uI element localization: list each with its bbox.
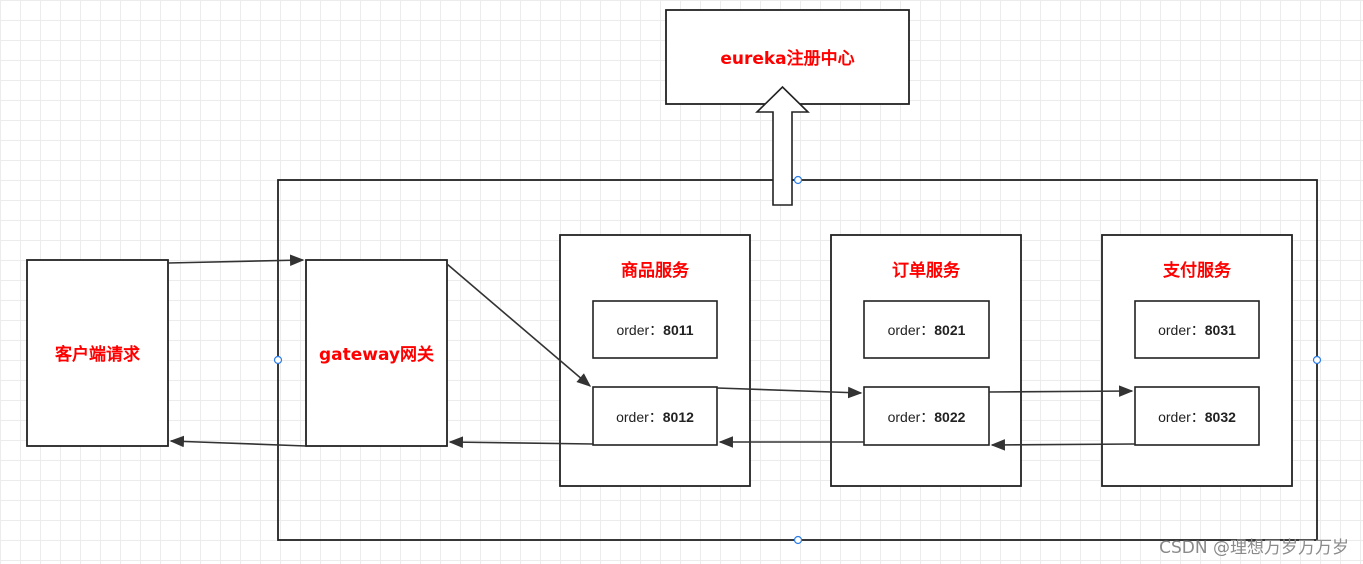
product-instance-2-box[interactable] [592,386,718,446]
payment-instance-1-box[interactable] [1134,300,1260,359]
selection-handle-right[interactable] [1312,355,1322,365]
selection-handle-top[interactable] [793,175,803,185]
payment-instance-2-text: order：8032 [1158,409,1236,425]
payment-instance-2-box[interactable] [1134,386,1260,446]
payment-service-title: 支付服务 [1163,260,1232,281]
instance-port: 8022 [934,409,965,425]
instance-port: 8032 [1205,409,1236,425]
instance-port: 8012 [663,409,694,425]
arrow-product-to-gateway-return[interactable] [448,436,594,448]
arrow-gateway-to-product[interactable] [446,263,592,387]
arrow-payment-to-order-return[interactable] [990,439,1136,451]
instance-label: order： [616,322,663,338]
instance-label: order： [1158,322,1205,338]
gateway-box[interactable] [305,259,448,447]
csdn-watermark: CSDN @理想万岁万万岁 [1159,538,1349,558]
payment-instance-1-text: order：8031 [1158,322,1236,338]
instance-label: order： [888,322,935,338]
selection-handle-bottom[interactable] [793,535,803,545]
gateway-label: gateway网关 [319,344,434,365]
client-request-label: 客户端请求 [54,344,140,365]
order-instance-1-text: order：8021 [888,322,966,338]
instance-label: order： [1158,409,1205,425]
order-instance-2-text: order：8022 [888,409,966,425]
instance-label: order： [888,409,935,425]
client-request-box[interactable] [26,259,169,447]
instance-port: 8031 [1205,322,1236,338]
product-instance-1-text: order：8011 [616,322,693,338]
order-instance-2-box[interactable] [863,386,990,446]
instance-port: 8011 [663,322,694,338]
register-hollow-arrow[interactable] [755,85,810,206]
order-instance-1-box[interactable] [863,300,990,359]
arrow-product-to-order[interactable] [716,386,863,399]
instance-port: 8021 [934,322,965,338]
eureka-registry-label: eureka注册中心 [720,48,854,69]
arrow-client-to-gateway[interactable] [167,254,305,267]
arrow-order-to-payment[interactable] [988,385,1134,397]
arrow-gateway-to-client-return[interactable] [169,435,307,448]
product-instance-2-text: order：8012 [616,409,694,425]
order-service-title: 订单服务 [892,260,961,281]
selection-handle-left[interactable] [273,355,283,365]
product-service-title: 商品服务 [621,260,690,281]
instance-label: order： [616,409,663,425]
product-instance-1-box[interactable] [592,300,718,359]
